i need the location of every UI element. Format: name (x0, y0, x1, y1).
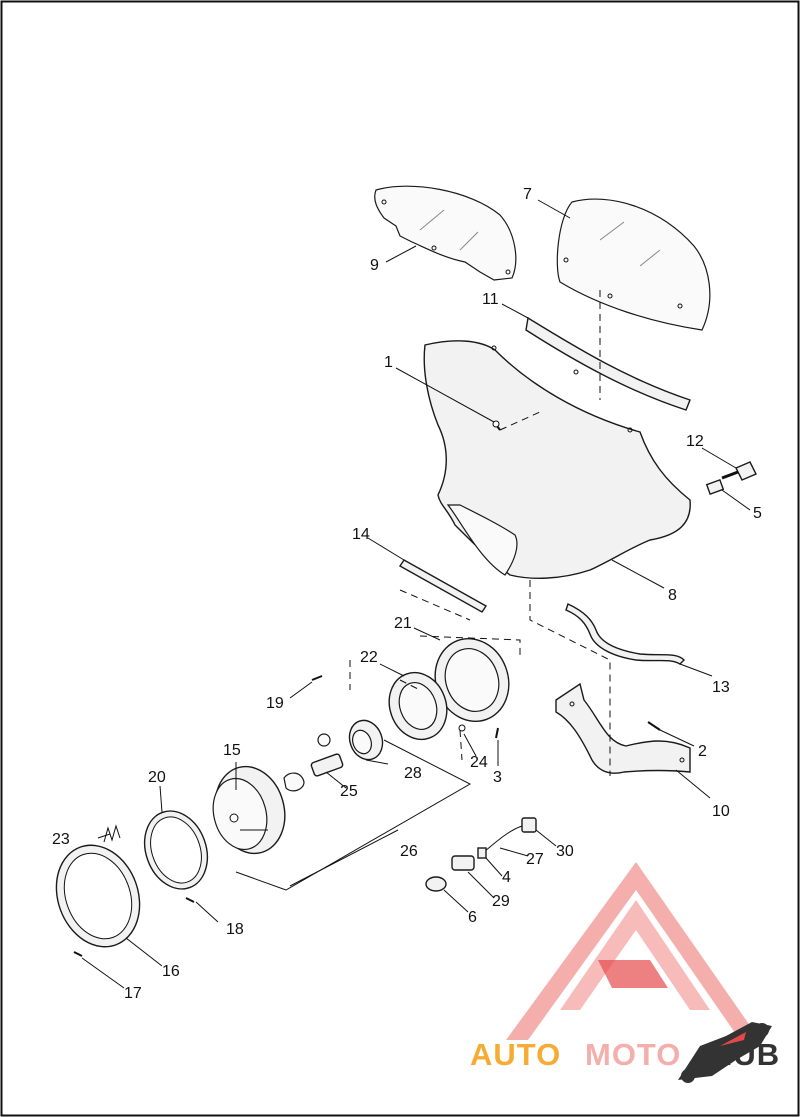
part-24-screw (458, 724, 466, 732)
callout-labels: 7 9 11 1 12 5 14 8 21 22 13 19 2 15 24 2… (52, 186, 762, 1002)
part-28-socket (348, 719, 384, 761)
alignment-lines (349, 290, 611, 776)
callout-14: 14 (352, 526, 370, 543)
automotohub-watermark: AUTO MOTO HUB (470, 862, 779, 1083)
watermark-motorcycle-icon (678, 1022, 772, 1080)
callout-30: 30 (556, 843, 574, 860)
callout-6: 6 (468, 909, 477, 926)
part-21-mounting-ring (434, 637, 510, 723)
part-13-bracket-strip (565, 603, 685, 665)
callout-3: 3 (493, 769, 502, 786)
callout-8: 8 (668, 587, 677, 604)
callout-29: 29 (492, 893, 510, 910)
callout-10: 10 (712, 803, 730, 820)
part-15-headlamp (212, 765, 286, 855)
part-1-screw (492, 420, 501, 431)
callout-15: 15 (223, 742, 241, 759)
part-4-terminal (477, 847, 487, 859)
callout-1: 1 (384, 354, 393, 371)
callout-2: 2 (698, 743, 707, 760)
callout-19: 19 (266, 695, 284, 712)
part-11-trim-strip (525, 316, 691, 411)
callout-28: 28 (404, 765, 422, 782)
watermark-logo-triangle-icon (506, 862, 760, 1040)
part-23-clip (103, 824, 121, 843)
callout-4: 4 (502, 869, 511, 886)
part-16-trim-ring (55, 844, 141, 948)
part-20-retaining-ring (143, 810, 209, 890)
callout-22: 22 (360, 649, 378, 666)
callout-9: 9 (370, 257, 379, 274)
watermark-text-moto: MOTO (585, 1037, 681, 1072)
callout-23: 23 (52, 831, 70, 848)
part-2-screw (647, 721, 661, 731)
callout-5: 5 (753, 505, 762, 522)
callout-20: 20 (148, 769, 166, 786)
leader-lines (81, 199, 751, 989)
callout-27: 27 (526, 851, 544, 868)
callout-11: 11 (482, 291, 499, 308)
part-3-pin (495, 727, 499, 739)
callout-12: 12 (686, 433, 704, 450)
part-7-large-windshield (556, 198, 711, 331)
part-17-screw (73, 951, 83, 957)
part-18-screw (185, 897, 195, 903)
part-9-small-windshield (374, 185, 517, 281)
callout-26: 26 (400, 843, 418, 860)
callout-18: 18 (226, 921, 244, 938)
part-6-bulb (425, 876, 447, 892)
part-27-wire (483, 825, 523, 853)
watermark-text-auto: AUTO (470, 1037, 561, 1072)
part-5-nut (705, 479, 725, 495)
part-30-connector (521, 817, 537, 833)
callout-17: 17 (124, 985, 142, 1002)
part-8-fairing (423, 340, 691, 579)
callout-21: 21 (394, 615, 412, 632)
part-25-bulb (283, 733, 344, 792)
callout-13: 13 (712, 679, 730, 696)
callout-24: 24 (470, 754, 488, 771)
part-14-seal-strip (398, 559, 488, 613)
part-22-gasket (388, 671, 448, 741)
part-19-screw (311, 675, 323, 681)
callout-16: 16 (162, 963, 180, 980)
callout-25: 25 (340, 783, 358, 800)
part-12-well-nut (721, 461, 757, 481)
part-10-lower-bracket (555, 682, 691, 774)
part-29-bulb-socket (451, 855, 475, 871)
callout-7: 7 (523, 186, 532, 203)
